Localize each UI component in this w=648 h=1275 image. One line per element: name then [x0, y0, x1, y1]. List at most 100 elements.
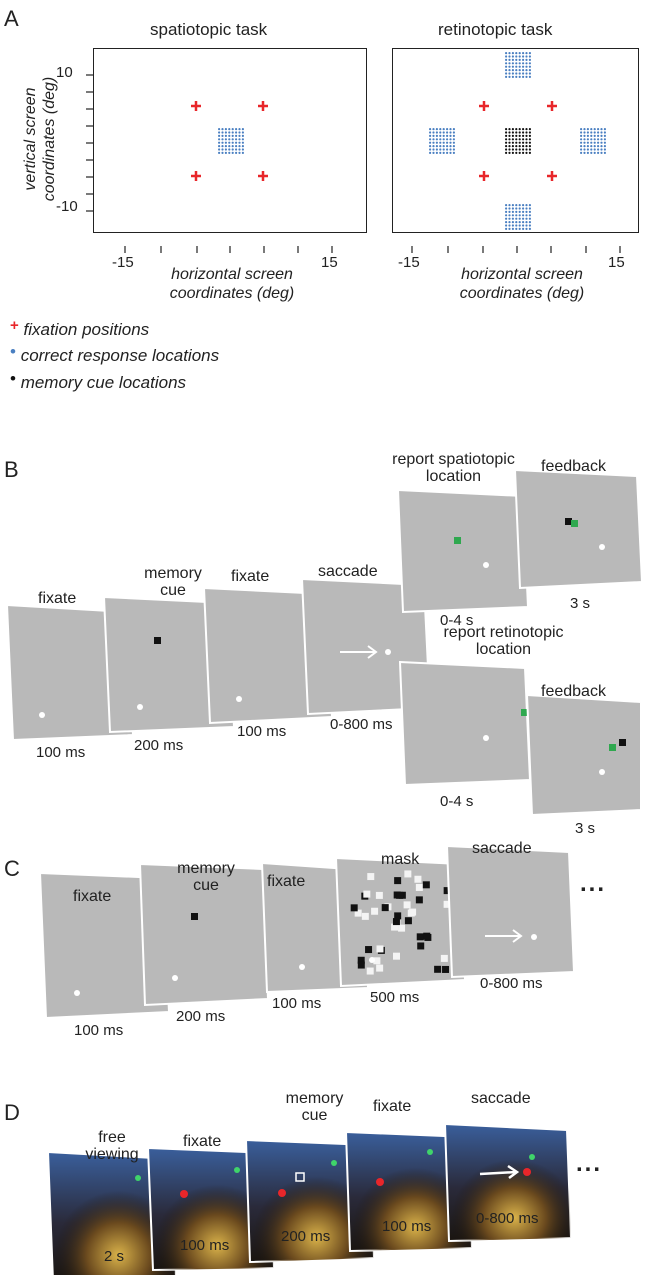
- mask-square: [393, 952, 401, 960]
- location-dot: [446, 134, 449, 137]
- location-dot: [525, 138, 528, 141]
- location-dot: [515, 58, 518, 61]
- location-dot: [525, 65, 528, 68]
- location-dot: [515, 148, 518, 151]
- location-dot: [505, 138, 508, 141]
- mask-square: [394, 912, 402, 920]
- location-dot: [522, 128, 525, 131]
- location-dot: [603, 134, 606, 137]
- location-dot: [597, 138, 600, 141]
- location-dot: [583, 145, 586, 148]
- location-dot: [235, 148, 238, 151]
- mask-square: [398, 924, 406, 932]
- location-dot: [511, 204, 514, 207]
- location-dot: [435, 128, 438, 131]
- location-dot: [435, 141, 438, 144]
- location-dot: [525, 151, 528, 154]
- location-dot: [522, 214, 525, 217]
- location-dot: [525, 148, 528, 151]
- screen-fixate: [5, 603, 135, 742]
- location-dot: [590, 131, 593, 134]
- location-dot: [505, 210, 508, 213]
- location-dot: [525, 69, 528, 72]
- location-dot: [508, 128, 511, 131]
- retinotopic-plot: [392, 48, 639, 233]
- location-dot: [586, 128, 589, 131]
- location-dot: [603, 141, 606, 144]
- location-dot: [508, 217, 511, 220]
- location-dot: [518, 131, 521, 134]
- mask-square: [404, 917, 412, 925]
- location-dot: [231, 141, 234, 144]
- location-dot: [221, 141, 224, 144]
- mask-square: [414, 875, 422, 883]
- c-label-saccade: saccade: [472, 840, 532, 857]
- location-dot: [522, 131, 525, 134]
- location-dot: [505, 65, 508, 68]
- location-dot: [511, 151, 514, 154]
- mask-square: [415, 896, 423, 904]
- location-dot: [235, 134, 238, 137]
- response-location-grid-right: [580, 128, 606, 154]
- location-dot: [586, 148, 589, 151]
- location-dot: [505, 145, 508, 148]
- location-dot: [511, 214, 514, 217]
- location-dot: [518, 134, 521, 137]
- location-dot: [508, 69, 511, 72]
- location-dot: [528, 148, 531, 151]
- location-dot: [452, 138, 455, 141]
- location-dot: [518, 224, 521, 227]
- panel-label-c: C: [4, 856, 20, 881]
- location-dot: [228, 141, 231, 144]
- location-dot: [446, 141, 449, 144]
- location-dot: [228, 145, 231, 148]
- location-dot: [452, 141, 455, 144]
- screen-fixate-2: [344, 1130, 474, 1253]
- location-dot: [228, 138, 231, 141]
- location-dot: [522, 207, 525, 210]
- location-dot: [508, 207, 511, 210]
- mask-square: [442, 965, 450, 973]
- b-dur-report-top: 0-4 s: [440, 612, 474, 629]
- location-dot: [593, 131, 596, 134]
- location-dot: [515, 62, 518, 65]
- screen-report-spatiotopic: [396, 488, 530, 614]
- location-dot: [505, 148, 508, 151]
- b-dur-saccade: 0-800 ms: [330, 716, 393, 733]
- d-dur-fixate: 100 ms: [180, 1237, 230, 1254]
- c-label-memory-cue: memory cue: [177, 860, 235, 894]
- location-dot: [522, 55, 525, 58]
- location-dot: [508, 65, 511, 68]
- location-dot: [446, 128, 449, 131]
- location-dot: [522, 75, 525, 78]
- location-dot: [518, 58, 521, 61]
- location-dot: [241, 148, 244, 151]
- mask-square: [376, 964, 384, 972]
- location-dot: [442, 145, 445, 148]
- location-dot: [580, 141, 583, 144]
- location-dot: [452, 134, 455, 137]
- location-dot: [446, 131, 449, 134]
- location-dot: [515, 224, 518, 227]
- b-dur-memory-cue: 200 ms: [134, 737, 184, 754]
- location-dot: [525, 75, 528, 78]
- location-dot: [522, 69, 525, 72]
- mask-square: [440, 954, 448, 962]
- location-dot: [508, 55, 511, 58]
- y-axis-label: vertical screen coordinates (deg): [22, 76, 58, 202]
- b-dur-report-bottom: 0-4 s: [440, 793, 474, 810]
- location-dot: [518, 62, 521, 65]
- mask-square: [350, 904, 358, 912]
- mask-square: [365, 946, 373, 954]
- d-label-fixate-2: fixate: [373, 1098, 412, 1115]
- location-dot: [528, 69, 531, 72]
- location-dot: [515, 65, 518, 68]
- location-dot: [452, 128, 455, 131]
- screen-free-viewing: [46, 1150, 177, 1275]
- location-dot: [429, 145, 432, 148]
- fixation-cross: [191, 171, 201, 181]
- location-dot: [221, 131, 224, 134]
- location-dot: [528, 207, 531, 210]
- location-dot: [508, 210, 511, 213]
- location-dot: [511, 134, 514, 137]
